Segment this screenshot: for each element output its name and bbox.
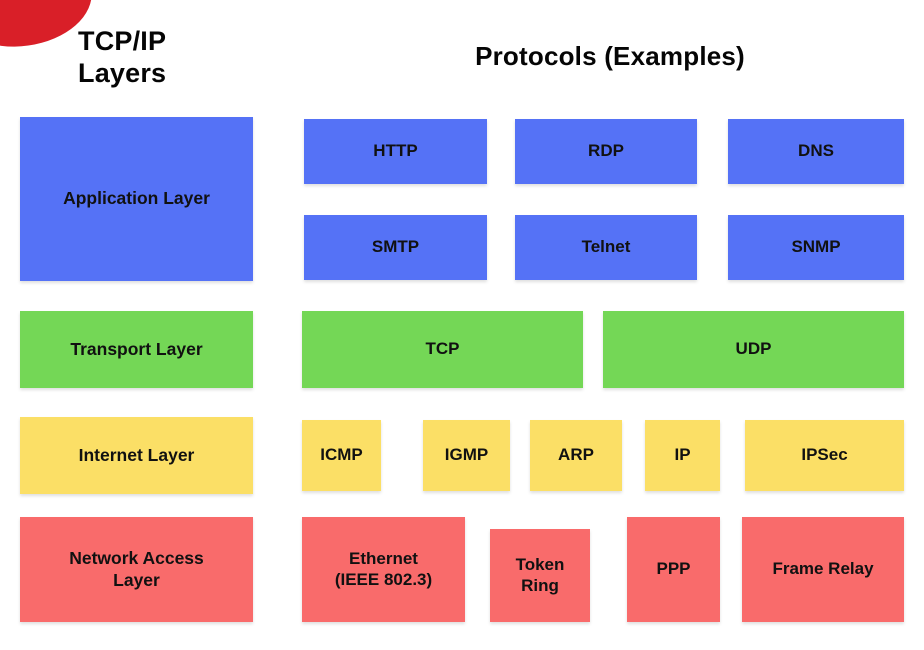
layer-label-transport: Transport Layer bbox=[70, 338, 203, 359]
protocol-label-telnet: Telnet bbox=[581, 237, 631, 257]
protocol-label-token-ring: Token Ring bbox=[515, 554, 565, 595]
protocol-box-ethernet[interactable]: Ethernet (IEEE 802.3) bbox=[302, 517, 465, 622]
protocol-label-smtp: SMTP bbox=[371, 237, 420, 257]
protocol-label-ipsec: IPSec bbox=[801, 445, 848, 465]
protocol-box-dns[interactable]: DNS bbox=[728, 119, 904, 184]
protocol-label-frame-relay: Frame Relay bbox=[772, 559, 874, 579]
layer-label-network-access: Network Access Layer bbox=[69, 548, 204, 590]
protocol-box-ppp[interactable]: PPP bbox=[627, 517, 720, 622]
protocol-label-rdp: RDP bbox=[588, 141, 624, 161]
column-heading-tcpip-layers: TCP/IP Layers bbox=[78, 26, 167, 88]
protocol-box-frame-relay[interactable]: Frame Relay bbox=[742, 517, 904, 622]
protocol-box-udp[interactable]: UDP bbox=[603, 311, 904, 388]
protocol-box-smtp[interactable]: SMTP bbox=[304, 215, 487, 280]
protocol-box-ipsec[interactable]: IPSec bbox=[745, 420, 904, 491]
column-heading-protocols: Protocols (Examples) bbox=[475, 41, 745, 71]
protocol-label-igmp: IGMP bbox=[444, 445, 489, 465]
protocol-box-token-ring[interactable]: Token Ring bbox=[490, 529, 590, 622]
protocol-box-icmp[interactable]: ICMP bbox=[302, 420, 381, 491]
layer-box-transport[interactable]: Transport Layer bbox=[20, 311, 253, 388]
layer-label-internet: Internet Layer bbox=[78, 444, 195, 465]
protocol-label-ip: IP bbox=[674, 445, 691, 465]
layer-box-application[interactable]: Application Layer bbox=[20, 117, 253, 281]
protocol-label-icmp: ICMP bbox=[320, 445, 363, 465]
protocol-box-arp[interactable]: ARP bbox=[530, 420, 622, 491]
protocol-box-rdp[interactable]: RDP bbox=[515, 119, 697, 184]
protocol-label-ethernet: Ethernet (IEEE 802.3) bbox=[334, 548, 433, 589]
protocol-box-snmp[interactable]: SNMP bbox=[728, 215, 904, 280]
protocol-box-igmp[interactable]: IGMP bbox=[423, 420, 510, 491]
protocol-box-ip[interactable]: IP bbox=[645, 420, 720, 491]
protocol-label-ppp: PPP bbox=[656, 559, 691, 579]
protocol-box-tcp[interactable]: TCP bbox=[302, 311, 583, 388]
protocol-label-dns: DNS bbox=[798, 141, 834, 161]
layer-label-application: Application Layer bbox=[63, 188, 210, 209]
protocol-label-udp: UDP bbox=[735, 339, 772, 359]
protocol-label-snmp: SNMP bbox=[791, 237, 841, 257]
protocol-box-http[interactable]: HTTP bbox=[304, 119, 487, 184]
protocol-box-telnet[interactable]: Telnet bbox=[515, 215, 697, 280]
protocol-label-tcp: TCP bbox=[425, 339, 460, 359]
layer-box-network-access[interactable]: Network Access Layer bbox=[20, 517, 253, 622]
protocol-label-arp: ARP bbox=[558, 445, 594, 465]
layer-box-internet[interactable]: Internet Layer bbox=[20, 417, 253, 494]
protocol-label-http: HTTP bbox=[373, 141, 418, 161]
